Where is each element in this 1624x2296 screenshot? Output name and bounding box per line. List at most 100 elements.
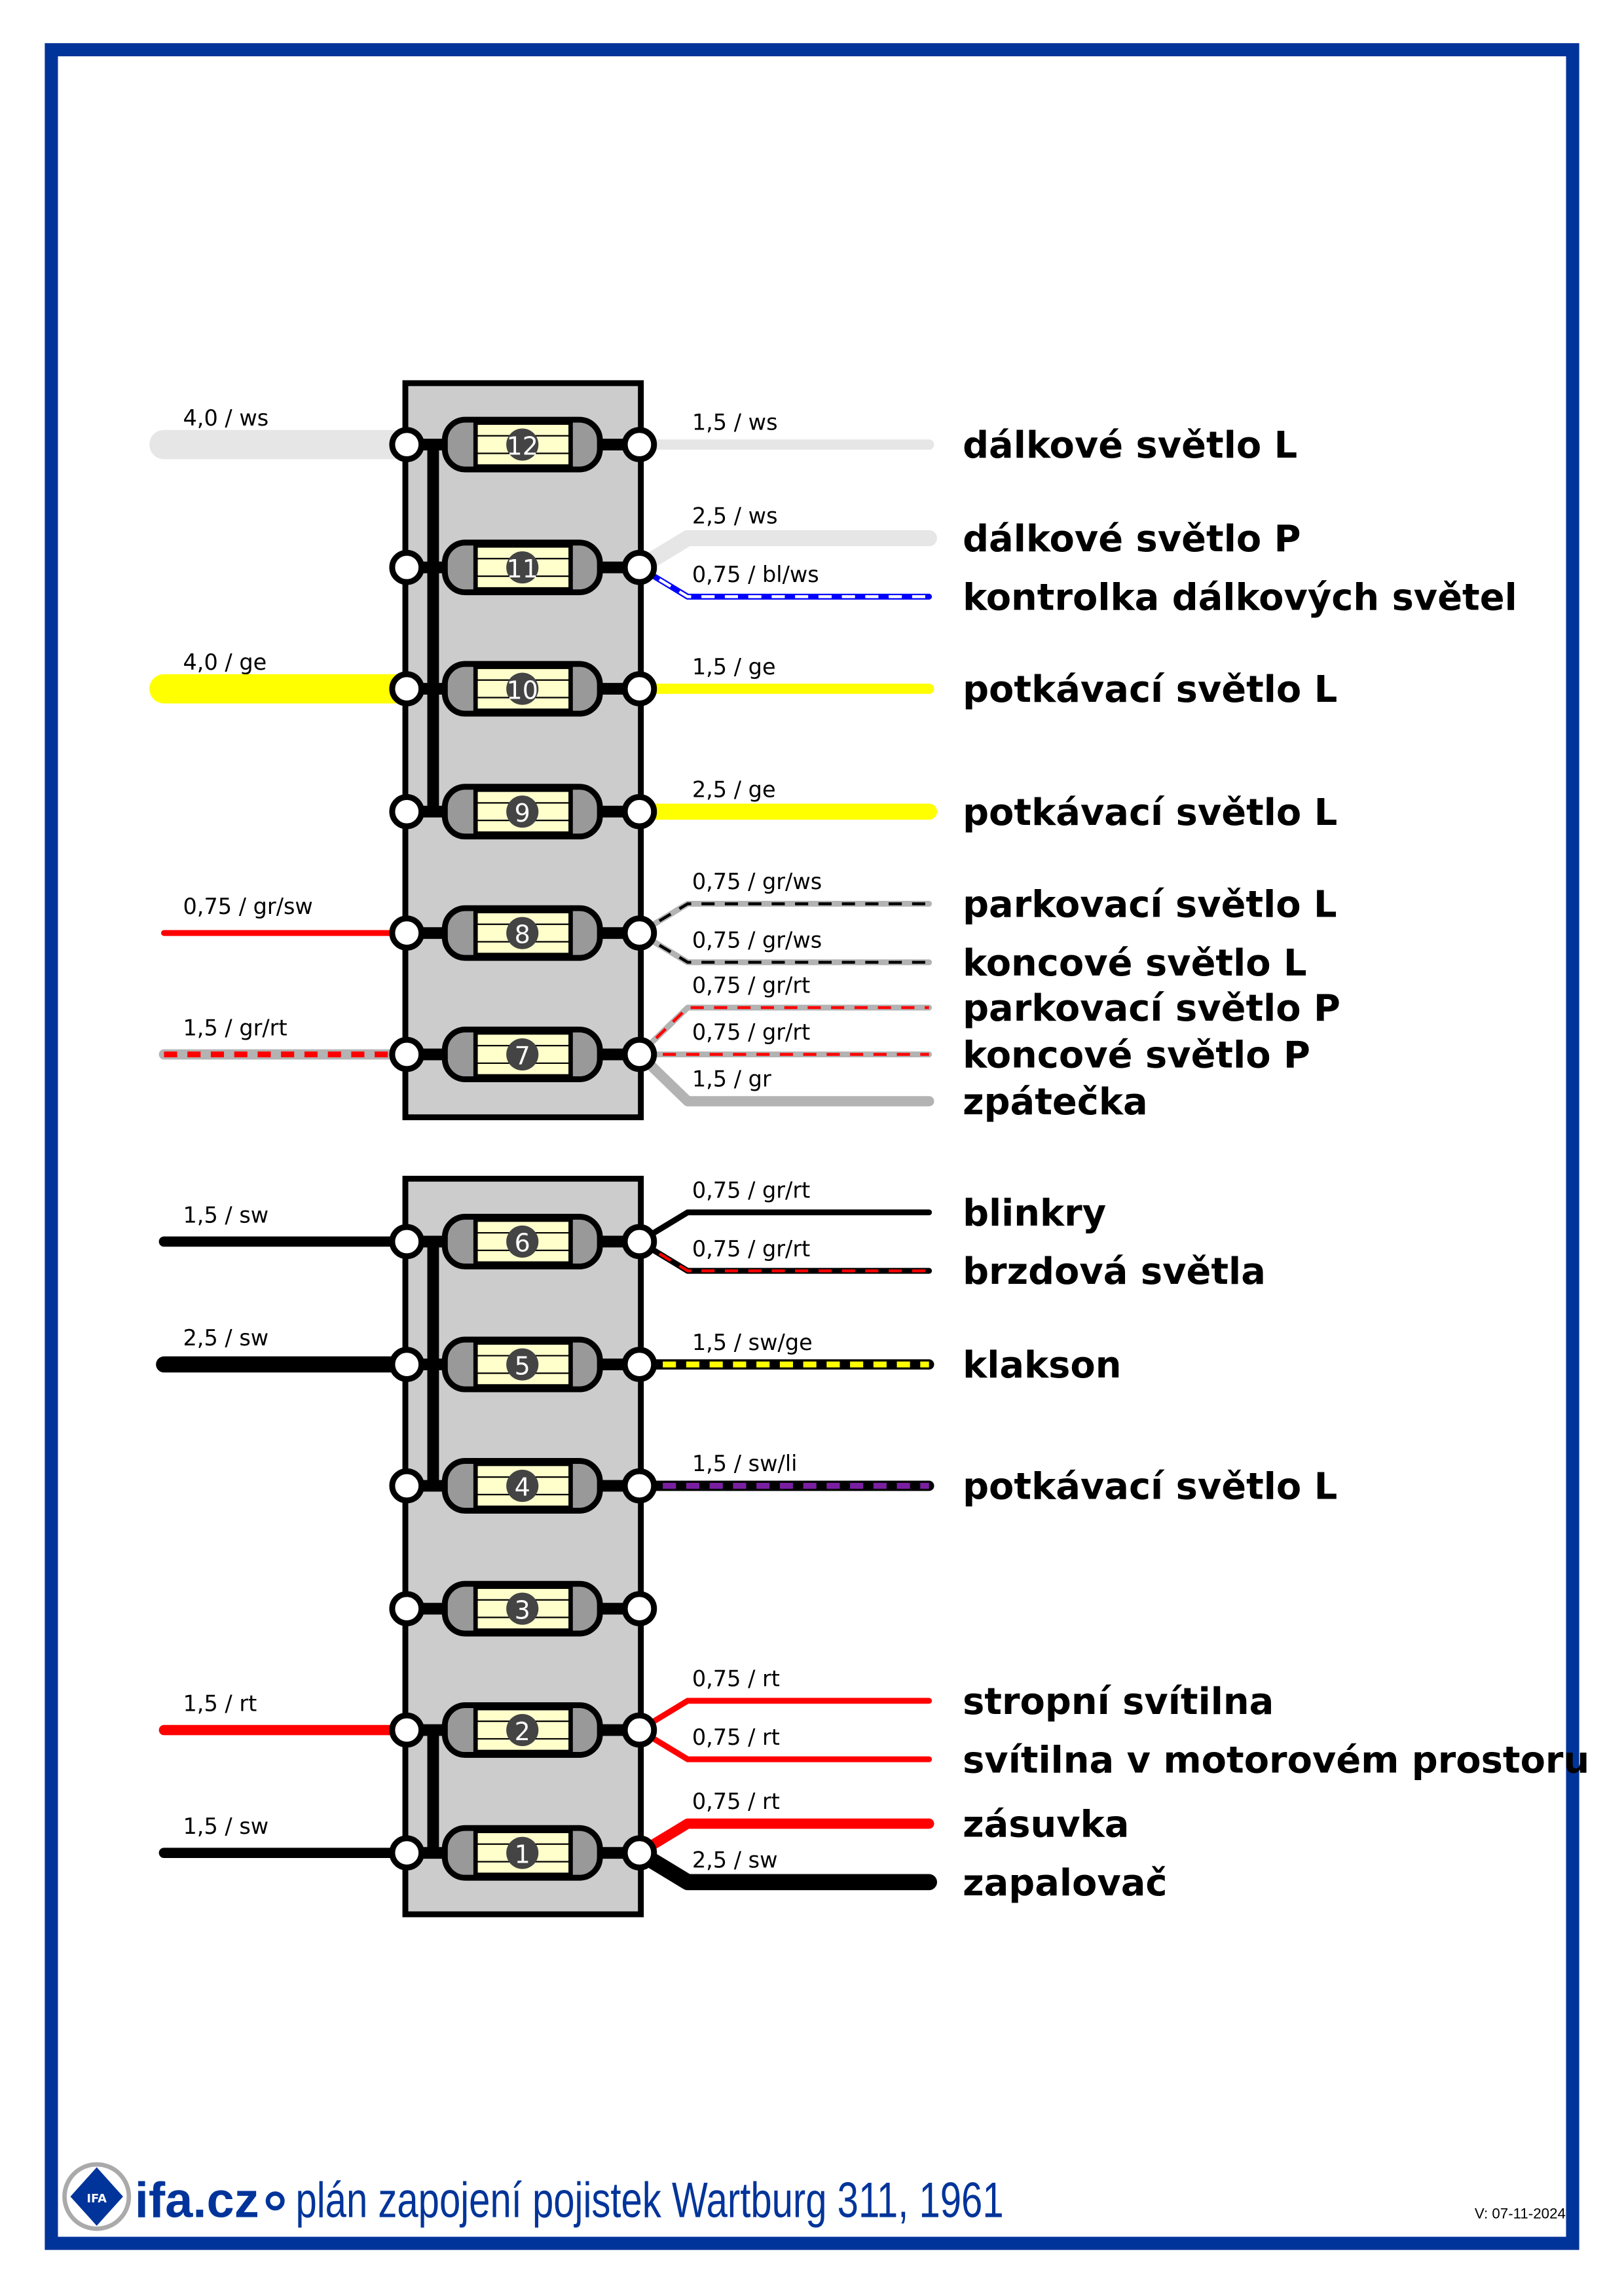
input-terminal [389, 1224, 425, 1260]
input-wire-label: 0,75 / gr/sw [183, 894, 312, 919]
output-wire-1-2 [631, 1844, 937, 1891]
fuse-number: 4 [515, 1473, 530, 1502]
output-wire-label: 0,75 / rt [692, 1666, 780, 1692]
output-wire-6-1 [636, 1209, 932, 1245]
output-terminal [621, 1591, 657, 1626]
output-wire-7-3 [634, 1049, 934, 1106]
output-wire-label: 0,75 / rt [692, 1724, 780, 1750]
logo-text: IFA [86, 2192, 107, 2206]
output-wire-11-2-stripe [638, 566, 929, 598]
input-wire-label: 4,0 / ws [183, 405, 268, 431]
input-terminal [389, 427, 425, 462]
output-wire-label: 0,75 / rt [692, 1789, 780, 1814]
fuse-9[interactable]: 9 [389, 784, 657, 840]
output-wire-label: 2,5 / ge [692, 776, 776, 802]
fuse-6[interactable]: 6 [389, 1214, 657, 1269]
fuse-number: 10 [507, 676, 538, 704]
fuse-11[interactable]: 11 [389, 539, 657, 596]
input-terminal [389, 1835, 425, 1870]
fuse-number: 6 [515, 1229, 530, 1258]
fuse-2[interactable]: 2 [389, 1702, 657, 1758]
output-wire-6-2-stripe [638, 1240, 929, 1273]
output-terminal [621, 1224, 657, 1260]
output-terminal [621, 1347, 657, 1382]
fuse-number: 2 [515, 1717, 530, 1746]
version-label: V: 07-11-2024 [1475, 2206, 1566, 2222]
input-wire-label: 1,5 / sw [183, 1813, 268, 1839]
input-terminal [389, 549, 425, 585]
circuit-destination: koncové světlo P [963, 1034, 1310, 1077]
brand-link[interactable]: ifa.cz [135, 2172, 259, 2228]
circuit-destination: koncové světlo L [963, 942, 1307, 985]
ifa-logo: IFA [62, 2162, 132, 2231]
circuit-destination: dálkové světlo L [963, 424, 1297, 467]
output-wire-2-2 [636, 1727, 932, 1762]
input-terminal [389, 1712, 425, 1748]
output-wire-11-1 [631, 530, 937, 575]
output-wire-label: 1,5 / ws [692, 410, 778, 435]
fuse-number: 9 [515, 799, 530, 828]
output-wire-label: 0,75 / gr/rt [692, 1236, 810, 1262]
input-wire-label: 1,5 / sw [183, 1202, 268, 1228]
fuse-4[interactable]: 4 [389, 1458, 657, 1514]
output-wire-label: 1,5 / ge [692, 654, 776, 680]
output-terminal [621, 1835, 657, 1870]
fuse-5[interactable]: 5 [389, 1336, 657, 1393]
circuit-destination: zapalovač [963, 1862, 1167, 1904]
fuse-number: 3 [515, 1595, 530, 1624]
diagram-title: plán zapojení pojistek Wartburg 311, 196… [295, 2172, 1003, 2228]
output-terminal [621, 1468, 657, 1504]
input-wire-label: 2,5 / sw [183, 1325, 268, 1351]
output-terminal [621, 427, 657, 462]
fuse-8[interactable]: 8 [389, 905, 657, 961]
footer: IFA ifa.cz plán zapojení pojistek Wartbu… [62, 2162, 1566, 2231]
circuit-destination: parkovací světlo P [963, 987, 1340, 1030]
fuse-1[interactable]: 1 [389, 1825, 657, 1881]
circuit-destination: brzdová světla [963, 1250, 1266, 1293]
fuse-number: 7 [515, 1042, 530, 1070]
input-terminal [389, 1468, 425, 1504]
input-terminal [389, 671, 425, 706]
circuit-destination: dálkové světlo P [963, 518, 1301, 560]
output-wire-label: 0,75 / gr/rt [692, 973, 810, 998]
circuit-destination: stropní svítilna [963, 1681, 1274, 1723]
output-wire-label: 1,5 / sw/li [692, 1451, 798, 1476]
fuse-number: 8 [515, 920, 530, 949]
input-wire-label: 1,5 / rt [183, 1690, 257, 1716]
fuse-number: 11 [507, 555, 538, 583]
output-terminal [621, 671, 657, 706]
output-wire-label: 2,5 / sw [692, 1848, 778, 1873]
output-wire-label: 0,75 / bl/ws [692, 562, 819, 587]
circuit-destination: potkávací světlo L [963, 668, 1337, 711]
fuse-box-lower [402, 1175, 644, 1918]
circuit-destination: blinkry [963, 1192, 1106, 1235]
page-frame [45, 43, 1579, 2250]
fuse-7[interactable]: 7 [389, 1027, 657, 1082]
fuse-box-upper [402, 380, 644, 1121]
output-wire-label: 1,5 / gr [692, 1066, 771, 1092]
output-wire-label: 1,5 / sw/ge [692, 1330, 813, 1355]
input-wire-label: 1,5 / gr/rt [183, 1015, 287, 1041]
output-terminal [621, 549, 657, 585]
output-wire-label: 2,5 / ws [692, 503, 778, 529]
output-wire-8-1-stripe [638, 902, 929, 935]
output-wire-label: 0,75 / gr/ws [692, 869, 822, 894]
circuit-destination: zásuvka [963, 1804, 1129, 1846]
output-wire-1-1 [634, 1818, 934, 1858]
circuit-destination: potkávací světlo L [963, 792, 1337, 834]
input-terminal [389, 1036, 425, 1072]
input-terminal [389, 1591, 425, 1626]
fuse-10[interactable]: 10 [389, 661, 657, 717]
circuit-destination: potkávací světlo L [963, 1466, 1337, 1508]
input-terminal [389, 915, 425, 951]
fuse-number: 5 [515, 1351, 530, 1380]
output-wire-7-1 [636, 1004, 932, 1058]
circuit-destination: zpátečka [963, 1081, 1148, 1123]
output-wire-label: 0,75 / gr/rt [692, 1019, 810, 1045]
input-terminal [389, 1347, 425, 1382]
fuse-3[interactable]: 3 [389, 1580, 657, 1637]
circuit-destination: svítilna v motorovém prostoru [963, 1739, 1589, 1781]
output-terminal [621, 915, 657, 951]
fuse-12[interactable]: 12 [389, 416, 657, 473]
